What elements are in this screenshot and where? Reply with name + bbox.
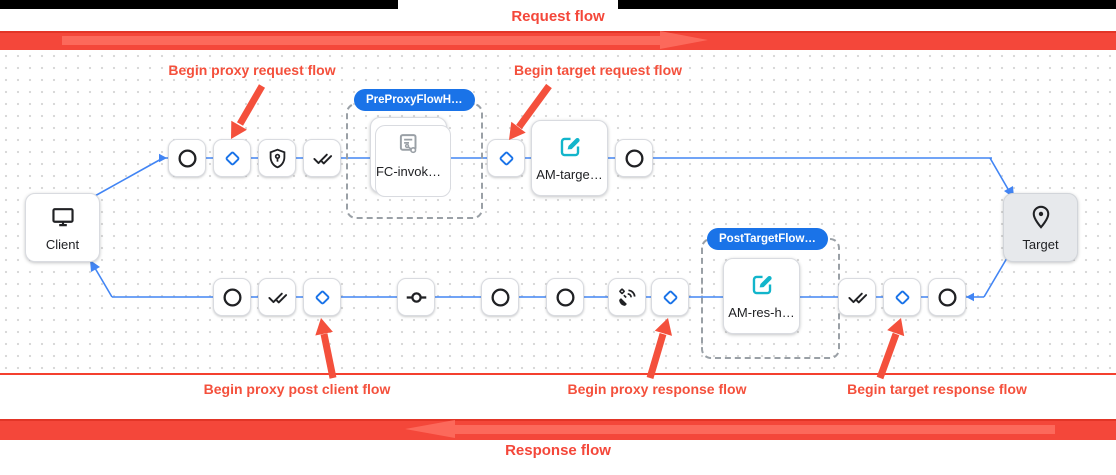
route-endpoint-step[interactable] xyxy=(397,278,435,316)
request-flow-title: Request flow xyxy=(511,8,605,25)
arrow-shaft xyxy=(62,36,660,45)
proxy-request-start-step[interactable] xyxy=(168,139,206,177)
begin-proxy-response-flow-step[interactable] xyxy=(651,278,689,316)
shield-lock-icon xyxy=(269,148,285,168)
flow-callout-icon-holder xyxy=(396,131,422,157)
diamond-icon xyxy=(225,151,239,165)
assign-target-label: AM-targe… xyxy=(536,167,603,182)
pre-proxy-flow-hook-badge[interactable]: PreProxyFlowH… xyxy=(354,89,475,111)
proxy-response-step[interactable] xyxy=(546,278,584,316)
begin-target-response-flow-step[interactable] xyxy=(883,278,921,316)
post-target-flow-hook-badge[interactable]: PostTargetFlow… xyxy=(707,228,828,250)
verify-api-key-step[interactable] xyxy=(258,139,296,177)
target-icon-holder xyxy=(1028,204,1054,230)
response-flow-arrow-bar xyxy=(0,419,1116,440)
bar-edge xyxy=(0,419,1116,421)
edit-square-icon xyxy=(752,275,772,295)
bar-edge xyxy=(0,31,1116,33)
message-logging-step[interactable] xyxy=(608,278,646,316)
arrow-shaft xyxy=(455,425,1055,434)
flow-callout-icon xyxy=(399,134,416,154)
satellite-signal-icon xyxy=(618,287,636,306)
post-client-end-step[interactable] xyxy=(213,278,251,316)
client-icon-holder xyxy=(50,204,76,230)
diamond-icon xyxy=(315,290,329,304)
target-response-start-step[interactable] xyxy=(928,278,966,316)
circle-icon xyxy=(555,287,575,307)
begin-target-request-flow-step[interactable] xyxy=(487,139,525,177)
circle-icon xyxy=(490,287,510,307)
right-arrowhead xyxy=(660,31,708,49)
begin-proxy-post-client-flow-callout: Begin proxy post client flow xyxy=(203,381,391,397)
target-node[interactable]: Target xyxy=(1003,193,1078,262)
canvas-bottom-red-line xyxy=(0,373,1116,375)
target-request-end-step[interactable] xyxy=(615,139,653,177)
target-label: Target xyxy=(1022,236,1059,252)
client-node[interactable]: Client xyxy=(25,193,100,262)
top-window-edge-left xyxy=(0,0,398,9)
post-client-condition-step[interactable] xyxy=(258,278,296,316)
proxy-request-condition-step[interactable] xyxy=(303,139,341,177)
response-flow-title: Response flow xyxy=(505,442,611,459)
location-pin-icon xyxy=(1032,205,1049,229)
begin-proxy-post-client-flow-step[interactable] xyxy=(303,278,341,316)
request-flow-arrow-bar xyxy=(0,31,1116,50)
edit-square-icon xyxy=(560,137,580,157)
circle-icon xyxy=(222,287,242,307)
circle-icon xyxy=(937,287,957,307)
assign-response-icon-holder xyxy=(749,272,775,298)
proxy-response-end-step[interactable] xyxy=(481,278,519,316)
route-endpoint-icon xyxy=(406,291,426,303)
begin-target-request-flow-callout: Begin target request flow xyxy=(513,62,683,78)
diamond-icon xyxy=(895,290,909,304)
monitor-icon xyxy=(51,207,74,226)
begin-proxy-request-flow-callout: Begin proxy request flow xyxy=(168,62,336,78)
target-response-condition-step[interactable] xyxy=(838,278,876,316)
diamond-icon xyxy=(663,290,677,304)
top-window-edge-right xyxy=(618,0,1116,9)
circle-icon xyxy=(177,148,197,168)
circle-icon xyxy=(624,148,644,168)
flow-canvas[interactable] xyxy=(0,50,1116,374)
begin-proxy-response-flow-callout: Begin proxy response flow xyxy=(567,381,747,397)
flow-callout-label: FC-invok… xyxy=(375,164,441,179)
double-check-icon xyxy=(312,153,332,164)
double-check-icon xyxy=(267,292,287,303)
assign-target-icon-holder xyxy=(557,134,583,160)
begin-target-response-flow-callout: Begin target response flow xyxy=(847,381,1027,397)
assign-message-target-policy[interactable]: AM-targe… xyxy=(531,120,608,196)
begin-proxy-request-flow-step[interactable] xyxy=(213,139,251,177)
assign-response-label: AM-res-h… xyxy=(728,305,795,320)
left-arrowhead xyxy=(405,420,455,438)
flow-callout-policy[interactable]: FC-invok… xyxy=(370,117,451,198)
diamond-icon xyxy=(499,151,513,165)
double-check-icon xyxy=(847,292,867,303)
client-label: Client xyxy=(45,236,80,252)
assign-message-response-policy[interactable]: AM-res-h… xyxy=(723,258,800,334)
